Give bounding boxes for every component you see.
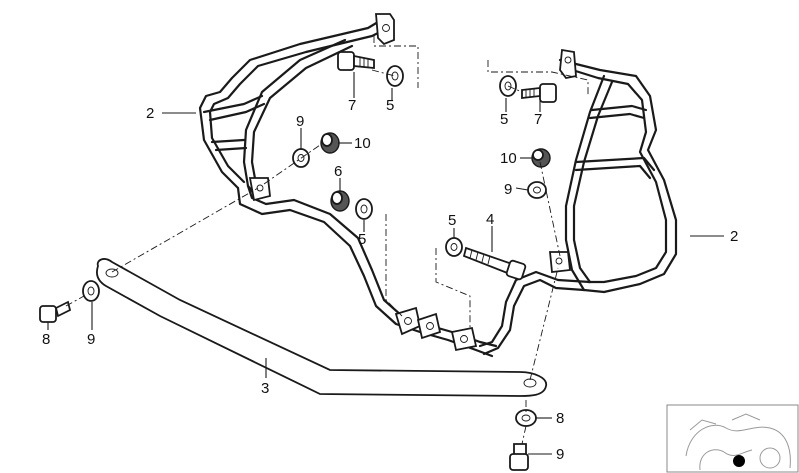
bolt-7-right xyxy=(521,83,557,103)
callout-4: 4 xyxy=(486,211,494,228)
callout-5-mid: 5 xyxy=(358,231,366,248)
washer-8-lower-right xyxy=(515,409,537,427)
motorcycle-location-thumbnail-icon xyxy=(666,404,799,473)
centre-brackets xyxy=(394,306,478,352)
callout-5-top-right: 5 xyxy=(500,111,508,128)
lower-cross-bar xyxy=(96,258,547,397)
washer-5-centre xyxy=(445,237,463,257)
washer-5-top-left xyxy=(386,65,404,87)
washer-9-lower-left xyxy=(82,280,100,302)
callout-9-lower-left: 9 xyxy=(87,331,95,348)
leader-lines xyxy=(47,72,724,455)
callout-9-right: 9 xyxy=(504,181,512,198)
washer-9-right xyxy=(527,181,547,199)
nut-6 xyxy=(330,190,350,212)
callout-5-top-left: 5 xyxy=(386,97,394,114)
bolt-9-lower-right xyxy=(509,443,529,471)
location-marker-dot xyxy=(733,455,745,467)
callout-10-right: 10 xyxy=(500,150,517,167)
callout-9-upper-left: 9 xyxy=(296,113,304,130)
callout-2-right: 2 xyxy=(730,228,738,245)
callout-7-left: 7 xyxy=(348,97,356,114)
callout-9-lower-right: 9 xyxy=(556,446,564,463)
callout-7-right: 7 xyxy=(534,111,542,128)
callout-6: 6 xyxy=(334,163,342,180)
callout-8-left: 8 xyxy=(42,331,50,348)
long-bolt-4 xyxy=(462,246,527,281)
bolt-7-left xyxy=(337,51,375,71)
assembly-lines xyxy=(65,36,589,445)
rubber-buffer-10-left xyxy=(320,132,340,154)
callout-5-centre: 5 xyxy=(448,212,456,229)
callout-10-left: 10 xyxy=(354,135,371,152)
callout-8-right: 8 xyxy=(556,410,564,427)
callout-2-left: 2 xyxy=(146,105,154,122)
callout-3: 3 xyxy=(261,380,269,397)
bolt-8-left xyxy=(39,300,72,323)
washer-5-mid xyxy=(355,198,373,220)
callout-labels: 2 2 9 10 7 5 6 5 5 7 10 9 5 4 8 9 3 8 9 xyxy=(42,97,738,463)
rubber-buffer-10-right xyxy=(531,148,551,168)
